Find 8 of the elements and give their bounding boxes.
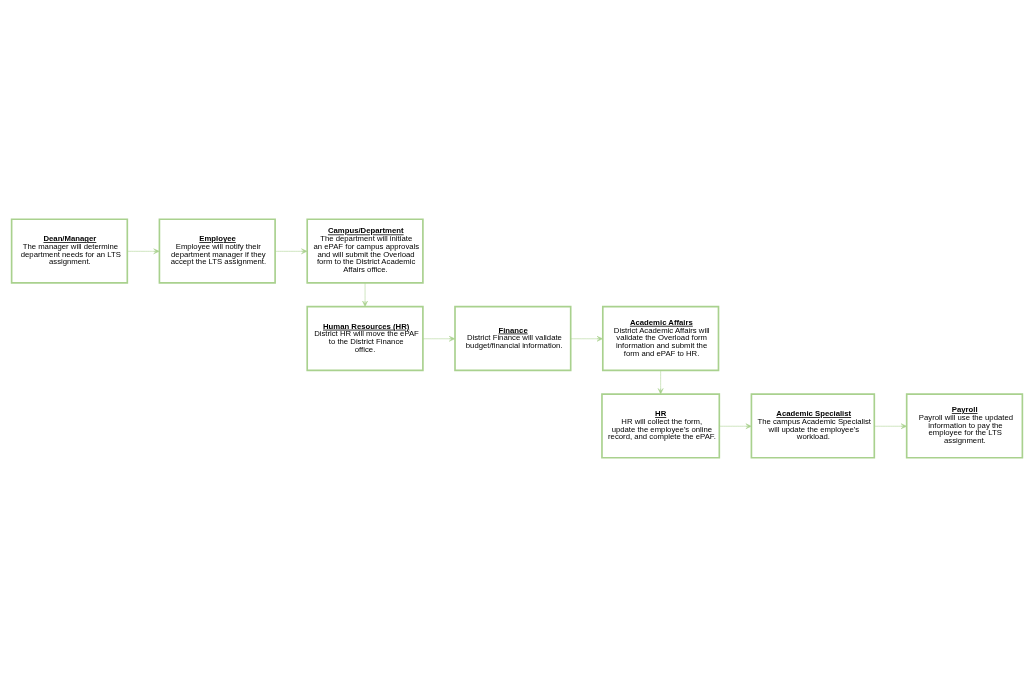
arrow: [718, 423, 752, 429]
arrow: [570, 336, 603, 342]
arrow: [126, 248, 159, 255]
arrow: [657, 370, 663, 395]
arrow: [422, 336, 455, 342]
arrow: [873, 423, 907, 429]
arrow: [274, 248, 307, 255]
arrow: [361, 282, 368, 307]
